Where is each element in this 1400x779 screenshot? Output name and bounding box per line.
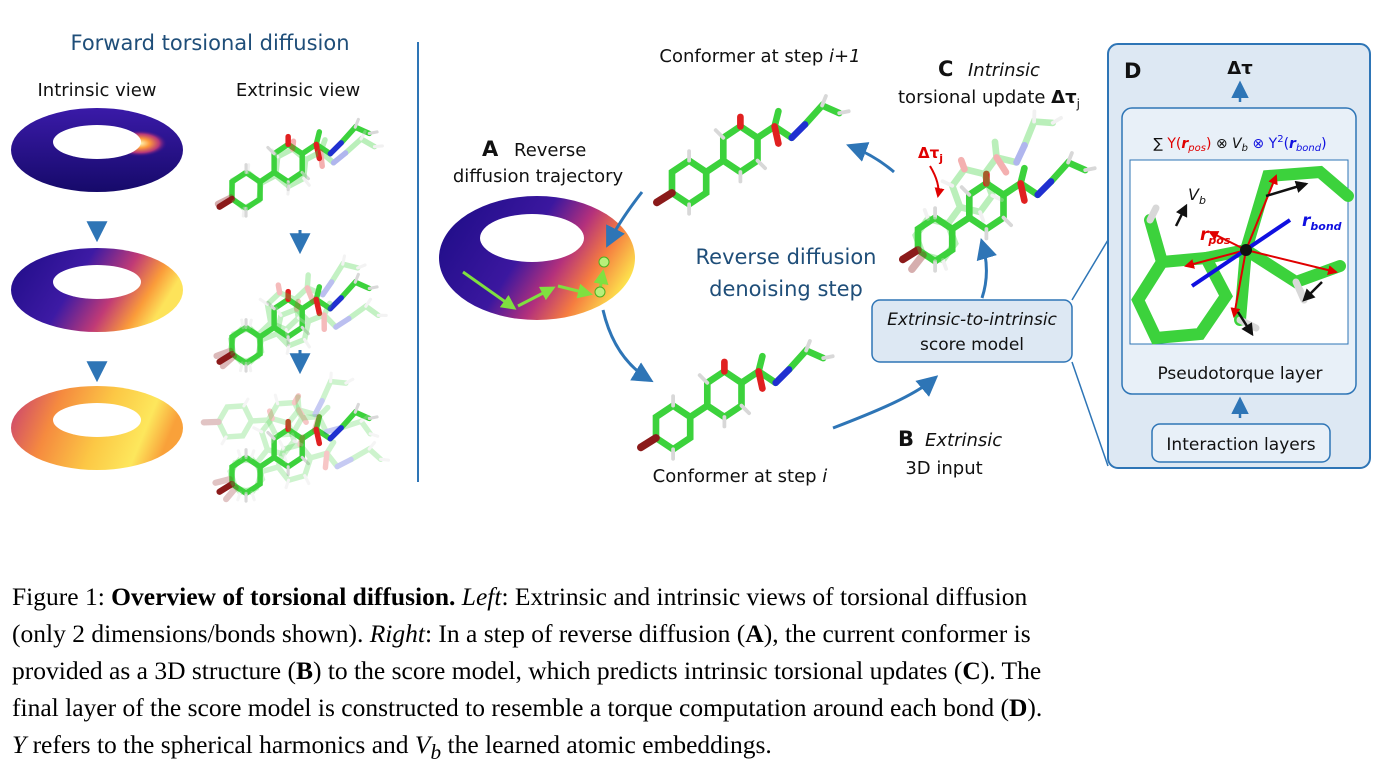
caption-line-3: provided as a 3D structure (B) to the sc… — [12, 652, 1388, 689]
delta-tau-output: Δτ — [1227, 58, 1253, 79]
caption-text: : Extrinsic and intrinsic views of torsi… — [501, 582, 1028, 611]
torsion-rotation-arrow — [929, 165, 945, 198]
caption-text: ). The — [980, 656, 1042, 685]
panel-b-line1: Extrinsic — [925, 430, 1002, 451]
panel-c-line2: torsional update Δτj — [898, 87, 1080, 111]
interaction-layers-label: Interaction layers — [1166, 435, 1315, 455]
caption-bold-ref: B — [295, 656, 313, 685]
panel-c-letter: C — [938, 57, 953, 81]
caption-math: V — [414, 730, 431, 759]
caption-line-2: (only 2 dimensions/bonds shown). Right: … — [12, 615, 1388, 652]
extrinsic-view-label: Extrinsic view — [236, 80, 360, 101]
molecule-top-conformer — [657, 96, 849, 214]
torus-intrinsic-1 — [11, 108, 183, 192]
caption-bold-ref: D — [1009, 693, 1028, 722]
caption-math-sub: b — [430, 740, 442, 765]
trajectory-point — [598, 256, 610, 268]
caption-italic: Right — [369, 619, 425, 648]
trajectory-point — [594, 286, 606, 298]
score-box-line1: Extrinsic-to-intrinsic — [887, 310, 1057, 330]
caption-text: Figure 1: — [12, 582, 112, 611]
figure-caption: Figure 1: Overview of torsional diffusio… — [12, 578, 1388, 771]
molecule-extrinsic-1 — [217, 117, 384, 230]
molecule-bottom-conformer — [641, 341, 833, 459]
caption-bold-ref: C — [962, 656, 981, 685]
arrow-torus-to-bottom — [601, 309, 654, 383]
forward-diffusion-title: Forward torsional diffusion — [70, 31, 349, 55]
score-box-line2: score model — [920, 335, 1024, 355]
panel-a-line2: diffusion trajectory — [453, 166, 624, 187]
arrow-score-to-c — [976, 237, 997, 299]
rbond-label: rbond — [1302, 211, 1342, 233]
rpos-label: rpos — [1200, 225, 1231, 247]
center-line2: denoising step — [709, 277, 863, 301]
arrow-top-to-torus — [606, 191, 644, 248]
small-delta-tau: Δτj — [918, 144, 943, 165]
caption-bold-title: Overview of torsional diffusion. — [111, 582, 456, 611]
caption-text: provided as a 3D structure ( — [12, 656, 296, 685]
panel-a-letter: A — [482, 137, 499, 161]
panel-d-letter: D — [1124, 59, 1141, 83]
vb-label: Vb — [1188, 185, 1206, 207]
torque-zoom-image — [1129, 159, 1354, 345]
panel-b-line2: 3D input — [905, 458, 982, 479]
arrow-c-to-top — [846, 142, 895, 174]
panel-b-letter: B — [898, 427, 914, 451]
caption-line-5: Y refers to the spherical harmonics and … — [12, 726, 1388, 771]
top-conformer-label: Conformer at step i+1 — [659, 46, 860, 67]
caption-text: : In a step of reverse diffusion ( — [424, 619, 746, 648]
figure-graphic: Forward torsional diffusion Intrinsic vi… — [11, 31, 1371, 560]
panel-c-line1: Intrinsic — [968, 60, 1040, 81]
pseudotorque-label: Pseudotorque layer — [1157, 364, 1322, 384]
caption-text: final layer of the score model is constr… — [12, 693, 1009, 722]
intrinsic-view-label: Intrinsic view — [37, 80, 156, 101]
caption-line-1: Figure 1: Overview of torsional diffusio… — [12, 578, 1388, 615]
caption-line-4: final layer of the score model is constr… — [12, 689, 1388, 726]
torus-intrinsic-2 — [11, 248, 183, 332]
caption-italic: Left — [461, 582, 502, 611]
caption-text: (only 2 dimensions/bonds shown). — [12, 619, 370, 648]
arrow-conformer-to-score — [832, 375, 939, 430]
caption-text: ). — [1027, 693, 1043, 722]
interaction-layers-box — [1151, 423, 1331, 463]
caption-text: the learned atomic embeddings. — [441, 730, 772, 759]
torus-intrinsic-3 — [11, 386, 183, 470]
caption-text: ) to the score model, which predicts int… — [312, 656, 963, 685]
score-model-box — [871, 299, 1073, 363]
caption-text: ), the current conformer is — [763, 619, 1031, 648]
caption-text: refers to the spherical harmonics and — [26, 730, 415, 759]
molecule-extrinsic-2 — [208, 253, 389, 398]
zoom-connector-top — [1071, 239, 1109, 301]
center-line1: Reverse diffusion — [696, 245, 877, 269]
caption-bold-ref: A — [745, 619, 764, 648]
zoom-connector-bottom — [1071, 361, 1109, 467]
pseudotorque-formula: ∑ Y(rpos) ⊗ Vb ⊗ Y2(rbond) — [1153, 134, 1326, 154]
caption-math: Y — [12, 730, 27, 759]
panel-a-line1: Reverse — [514, 140, 586, 161]
bottom-conformer-label: Conformer at step i — [653, 466, 828, 487]
molecule-extrinsic-3 — [199, 347, 392, 541]
